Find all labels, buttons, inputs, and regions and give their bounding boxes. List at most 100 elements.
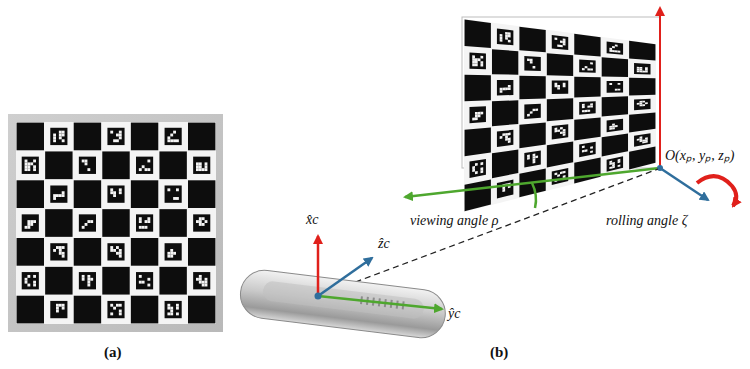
board-cell: [590, 62, 593, 64]
board-cell: [25, 165, 28, 168]
board-cell: [87, 275, 90, 278]
board-cell: [110, 312, 113, 315]
axis-label: ẑc: [378, 236, 390, 252]
board-cell: [533, 66, 536, 68]
board-cell: [199, 281, 202, 284]
board-cell: [139, 220, 142, 223]
board-cell: [25, 160, 28, 163]
board-cell: [505, 88, 508, 91]
board-cell: [497, 130, 513, 147]
board-cell: [59, 252, 62, 255]
board-cell: [530, 61, 533, 64]
board-cell: [607, 42, 623, 55]
board-cell: [188, 180, 215, 208]
board-cell: [602, 57, 628, 77]
board-cell: [22, 272, 39, 289]
board-cell: [634, 99, 650, 111]
board-cell: [615, 125, 618, 127]
board-cell: [585, 110, 588, 112]
board-cell: [533, 156, 536, 159]
board-cell: [116, 134, 119, 137]
board-cell: [533, 158, 536, 161]
board-cell: [618, 50, 621, 52]
board-cell: [508, 35, 511, 38]
board-cell: [478, 112, 481, 115]
board-cell: [139, 281, 142, 284]
board-cell: [480, 112, 483, 115]
charuco-board-photo: [16, 122, 216, 324]
board-cell: [524, 150, 540, 167]
board-cell: [159, 151, 186, 179]
board-cell: [167, 188, 170, 191]
board-cell: [110, 188, 113, 191]
board-cell: [607, 156, 623, 171]
board-cell: [585, 66, 588, 68]
board-cell: [147, 160, 150, 163]
board-cell: [560, 127, 563, 130]
board-cell: [33, 281, 36, 284]
board-cell: [533, 154, 536, 157]
board-cell: [478, 114, 481, 117]
board-cell: [27, 165, 30, 168]
board-cell: [113, 139, 116, 142]
board-cell: [116, 304, 119, 307]
board-cell: [82, 275, 85, 278]
board-cell: [640, 67, 643, 69]
board-cell: [17, 238, 44, 266]
board-cell: [85, 223, 88, 226]
board-cell: [505, 34, 508, 37]
board-cell: [602, 133, 628, 156]
board-cell: [110, 249, 113, 252]
board-cell: [116, 252, 119, 255]
board-cell: [136, 157, 153, 174]
board-cell: [119, 249, 122, 252]
board-cell: [90, 220, 93, 223]
board-cell: [640, 104, 643, 106]
board-cell: [563, 131, 566, 134]
board-cell: [587, 106, 590, 108]
camera-y-axis: [318, 296, 442, 309]
board-cell: [547, 98, 573, 121]
board-cell: [167, 307, 170, 310]
board-cell: [563, 129, 566, 132]
board-cell: [609, 83, 612, 85]
board-cell: [634, 63, 650, 74]
board-cell: [472, 118, 475, 121]
board-cell: [574, 157, 600, 183]
board-cell: [56, 307, 59, 310]
board-cell: [612, 46, 615, 48]
board-cell: [480, 61, 483, 64]
board-cell: [119, 304, 122, 307]
board-cell: [167, 136, 170, 139]
board-cell: [176, 312, 179, 315]
board-cell: [199, 275, 202, 278]
board-cell: [205, 165, 208, 168]
board-cell: [53, 194, 56, 197]
board-cell: [505, 32, 508, 35]
board-cell: [563, 171, 566, 174]
board-cell: [136, 214, 153, 231]
board-cell: [33, 168, 36, 171]
photo-background: [8, 114, 223, 332]
board-cell: [480, 170, 483, 173]
board-cell: [492, 49, 518, 75]
board-cell: [85, 162, 88, 165]
board-cell: [552, 80, 568, 94]
board-cell: [472, 55, 475, 58]
board-cell: [535, 156, 538, 159]
board-cell: [500, 136, 503, 139]
board-cell: [59, 249, 62, 252]
board-cell: [557, 85, 560, 87]
board-cell: [465, 127, 491, 156]
board-cell: [45, 151, 72, 179]
board-cell: [590, 68, 593, 70]
board-cell: [110, 304, 113, 307]
board-cell: [502, 189, 505, 192]
board-cell: [145, 168, 148, 171]
board-cell: [62, 139, 65, 142]
board-cell: [102, 209, 129, 237]
board-cell: [552, 124, 568, 139]
board-cell: [16, 122, 216, 324]
board-cell: [640, 71, 643, 73]
board-cell: [119, 134, 122, 137]
